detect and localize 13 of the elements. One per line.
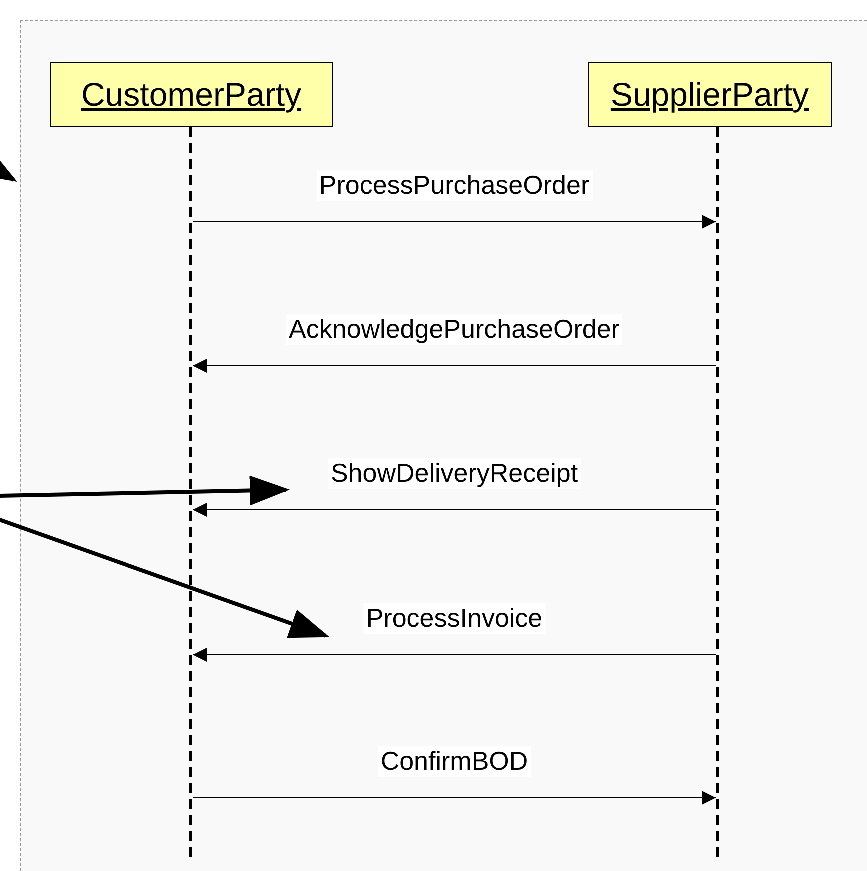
message-arrow <box>192 791 716 805</box>
message-arrow <box>192 503 716 517</box>
message-label: ProcessPurchaseOrder <box>316 170 593 201</box>
message-label: ProcessInvoice <box>363 603 546 634</box>
participant-name: SupplierParty <box>610 76 810 114</box>
message-arrow <box>192 215 716 229</box>
message-label: ShowDeliveryReceipt <box>328 458 582 489</box>
message-label: ConfirmBOD <box>378 746 532 777</box>
message-arrow <box>192 359 716 373</box>
message-arrow <box>192 648 716 662</box>
message-label: AcknowledgePurchaseOrder <box>286 314 623 345</box>
frame-box <box>20 20 867 871</box>
participant-name: CustomerParty <box>81 76 302 114</box>
